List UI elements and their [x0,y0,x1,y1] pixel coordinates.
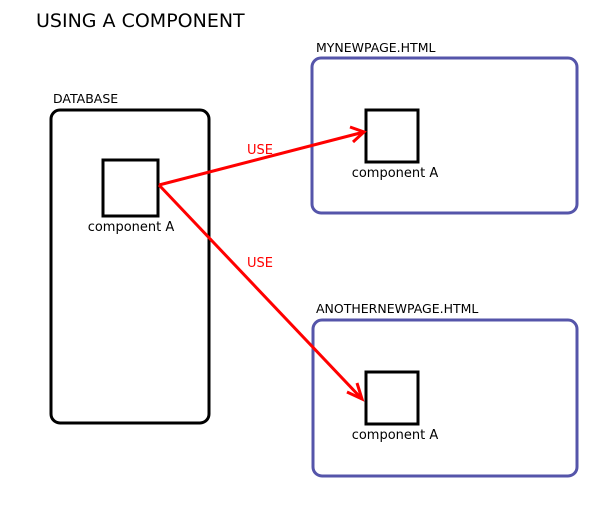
use-arrow-1-line [158,130,365,187]
database-component-label: component A [88,220,175,235]
diagram-title: USING A COMPONENT [36,10,245,32]
use-arrow-2-head [346,382,365,402]
database-component [101,158,160,218]
database-label: DATABASE [53,91,118,106]
page1-label: MYNEWPAGE.HTML [316,40,435,55]
page1-box [310,56,579,215]
page2-box [311,318,579,478]
page2-component-label: component A [352,428,439,443]
page2-component [364,370,420,426]
page2-label: ANOTHERNEWPAGE.HTML [316,301,478,316]
page1-component [364,108,420,164]
page1-component-label: component A [352,166,439,181]
use-arrow-2-line [157,183,364,401]
database-box [49,108,211,425]
use-arrow-2-label: USE [247,256,273,271]
use-arrow-1-head [349,125,367,144]
use-arrow-1-label: USE [247,143,273,158]
